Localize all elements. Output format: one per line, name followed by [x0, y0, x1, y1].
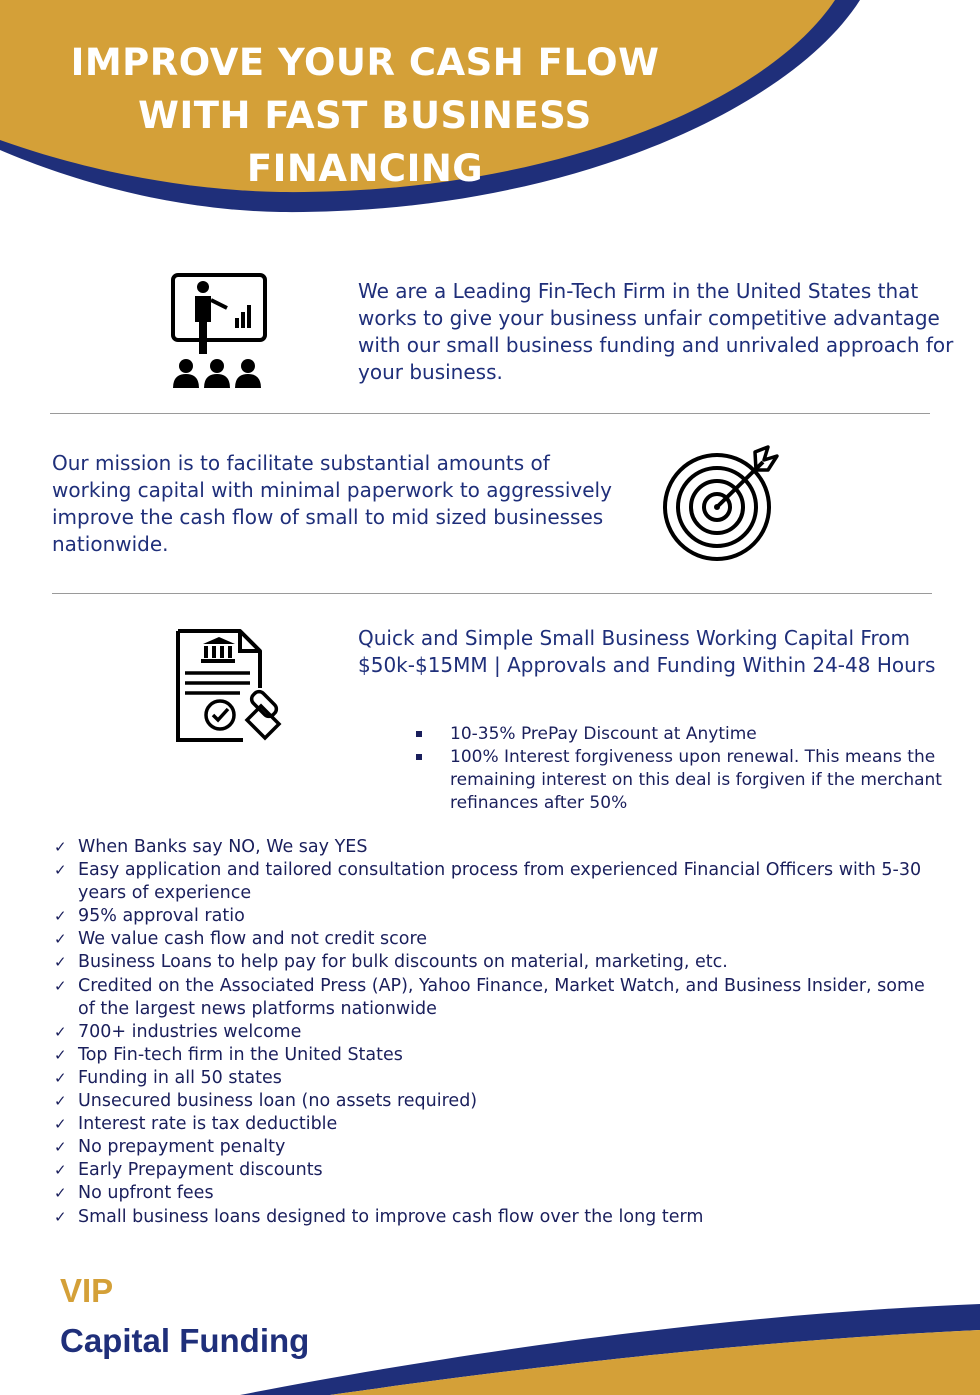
brand-vip: VIP	[60, 1272, 114, 1309]
check-icon: ✓	[54, 1068, 67, 1087]
list-item: ✓When Banks say NO, We say YES	[52, 836, 932, 859]
check-icon: ✓	[54, 1207, 67, 1226]
page-title: IMPROVE YOUR CASH FLOW WITH FAST BUSINES…	[70, 41, 660, 190]
list-item: ✓Credited on the Associated Press (AP), …	[54, 975, 925, 1019]
intro-text: We are a Leading Fin-Tech Firm in the Un…	[358, 279, 954, 384]
check-icon: ✓	[54, 1092, 67, 1111]
list-item: ✓Top Fin-tech firm in the United States	[52, 1044, 932, 1067]
check-icon: ✓	[54, 838, 67, 856]
list-item: ✓95% approval ratio	[52, 905, 932, 928]
check-icon: ✓	[54, 1184, 67, 1203]
offer-bullets: 10-35% PrePay Discount at Anytime 100% I…	[408, 723, 963, 815]
check-icon: ✓	[54, 1045, 67, 1064]
benefits-list: ✓When Banks say NO, We say YES ✓Easy app…	[52, 836, 932, 1229]
check-icon: ✓	[54, 953, 67, 972]
brand-name: Capital Funding	[60, 1322, 310, 1359]
check-icon: ✓	[54, 930, 67, 949]
check-icon: ✓	[54, 861, 67, 880]
list-item: ✓Early Prepayment discounts	[52, 1159, 932, 1182]
list-item: ✓ Unsecured business loan (no assets req…	[52, 1090, 932, 1113]
list-item: ✓Small business loans designed to improv…	[52, 1206, 932, 1229]
divider	[50, 413, 930, 414]
mission-text: Our mission is to facilitate substantial…	[52, 451, 612, 556]
list-item: ✓No upfront fees	[52, 1182, 932, 1205]
list-item: 10-35% PrePay Discount at Anytime	[408, 723, 963, 746]
check-icon: ✓	[54, 1161, 67, 1180]
check-icon: ✓	[54, 1138, 67, 1157]
check-icon: ✓	[54, 1022, 67, 1041]
approved-document-icon	[176, 629, 282, 742]
list-item: ✓Easy application and tailored consultat…	[54, 860, 922, 904]
check-icon: ✓	[54, 907, 67, 926]
footer-swoosh	[240, 1304, 980, 1395]
presentation-icon	[171, 273, 267, 388]
list-item: ✓Business Loans to help pay for bulk dis…	[52, 951, 932, 974]
list-item: ✓Funding in all 50 states	[52, 1067, 932, 1090]
list-item: ✓No prepayment penalty	[52, 1136, 932, 1159]
list-item: 100% Interest forgiveness upon renewal. …	[408, 746, 963, 815]
divider	[52, 593, 932, 594]
list-item: ✓We value cash flow and not credit score	[52, 928, 932, 951]
list-item: ✓700+ industries welcome	[52, 1021, 932, 1044]
check-icon: ✓	[54, 1115, 67, 1134]
target-icon	[663, 445, 779, 561]
header-banner	[0, 0, 860, 213]
check-icon: ✓	[54, 976, 67, 995]
list-item: ✓Interest rate is tax deductible	[52, 1113, 932, 1136]
offer-text: Quick and Simple Small Business Working …	[358, 626, 936, 677]
